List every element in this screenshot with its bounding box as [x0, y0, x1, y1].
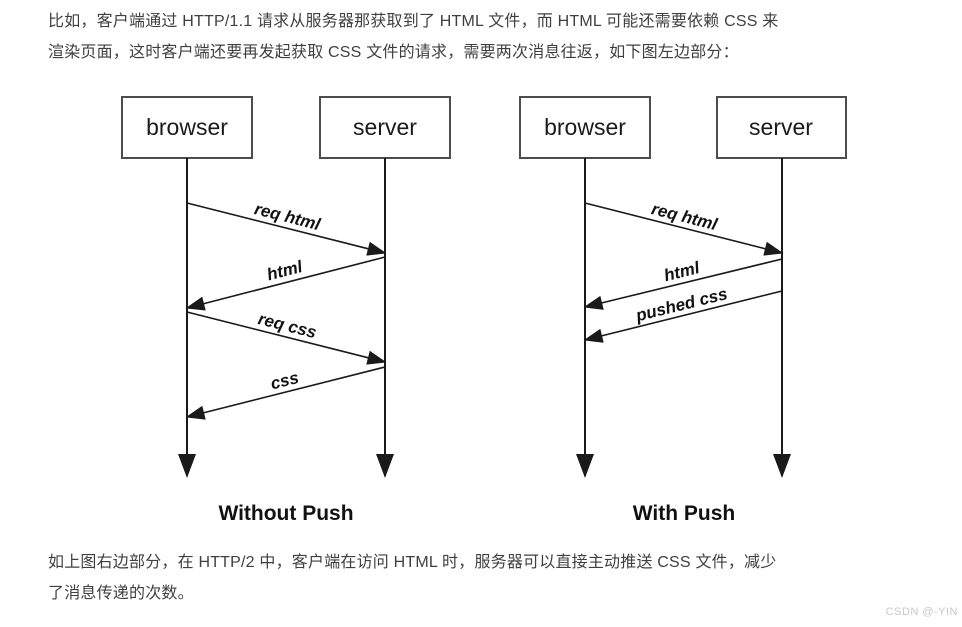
paragraph-bottom: 如上图右边部分，在 HTTP/2 中，客户端在访问 HTML 时，服务器可以直接…	[48, 547, 908, 609]
message-arrow-html	[583, 258, 783, 310]
message-label-pushed-css: pushed css	[633, 284, 729, 325]
watermark: CSDN @-YIN	[885, 606, 958, 618]
message-arrow-pushed-css	[583, 290, 783, 343]
sequence-diagram: browser server req html html req css css…	[121, 96, 847, 525]
message-label-html: html	[265, 257, 306, 285]
diagram-with-push: browser server req html html pushed css …	[519, 96, 847, 525]
paragraph-bottom-line-2: 了消息传递的次数。	[48, 585, 194, 602]
paragraph-top: 比如，客户端通过 HTTP/1.1 请求从服务器那获取到了 HTML 文件，而 …	[48, 6, 908, 68]
actor-box-browser	[519, 96, 651, 159]
message-arrow-req-css	[186, 311, 387, 365]
diagram-caption-without-push: Without Push	[218, 502, 353, 525]
message-arrow-req-html	[584, 202, 784, 256]
message-label-html: html	[662, 258, 703, 285]
actor-box-server	[716, 96, 847, 159]
diagram-caption-with-push: With Push	[633, 502, 735, 525]
message-arrow-css	[185, 366, 386, 420]
actor-box-browser	[121, 96, 253, 159]
paragraph-top-line-2: 渲染页面，这时客户端还要再发起获取 CSS 文件的请求，需要两次消息往返，如下图…	[48, 44, 739, 61]
actor-label-server: server	[353, 114, 417, 140]
paragraph-top-line-1: 比如，客户端通过 HTTP/1.1 请求从服务器那获取到了 HTML 文件，而 …	[48, 13, 779, 30]
actor-label-browser: browser	[146, 114, 228, 140]
diagram-without-push: browser server req html html req css css…	[121, 96, 451, 525]
paragraph-bottom-line-1: 如上图右边部分，在 HTTP/2 中，客户端在访问 HTML 时，服务器可以直接…	[48, 554, 777, 571]
message-arrow-req-html	[186, 202, 387, 256]
actor-label-server: server	[749, 114, 813, 140]
message-arrow-html	[185, 256, 386, 311]
actor-label-browser: browser	[544, 114, 626, 140]
actor-box-server	[319, 96, 451, 159]
